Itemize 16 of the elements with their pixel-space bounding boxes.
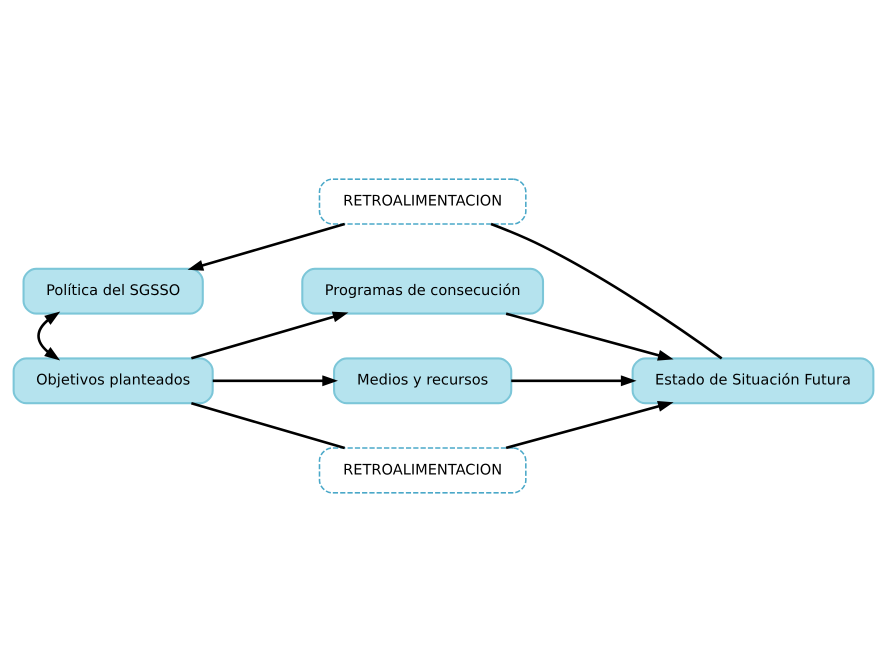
connector [190,402,345,449]
arrow [510,374,636,386]
arrow [505,400,674,449]
node-box: Programas de consecución [300,267,544,314]
node-box: Objetivos planteados [12,356,214,404]
node-box: RETROALIMENTACION [318,178,526,224]
connector [490,222,722,359]
node-box: Medios y recursos [332,356,512,404]
arrow [187,222,345,270]
arrow [212,374,338,386]
node-box: Política del SGSSO [22,267,204,314]
arrow [36,310,60,360]
node-box: RETROALIMENTACION [318,446,526,494]
node-box: Estado de Situación Futura [631,356,874,404]
arrow [505,312,674,360]
arrow [190,311,348,360]
